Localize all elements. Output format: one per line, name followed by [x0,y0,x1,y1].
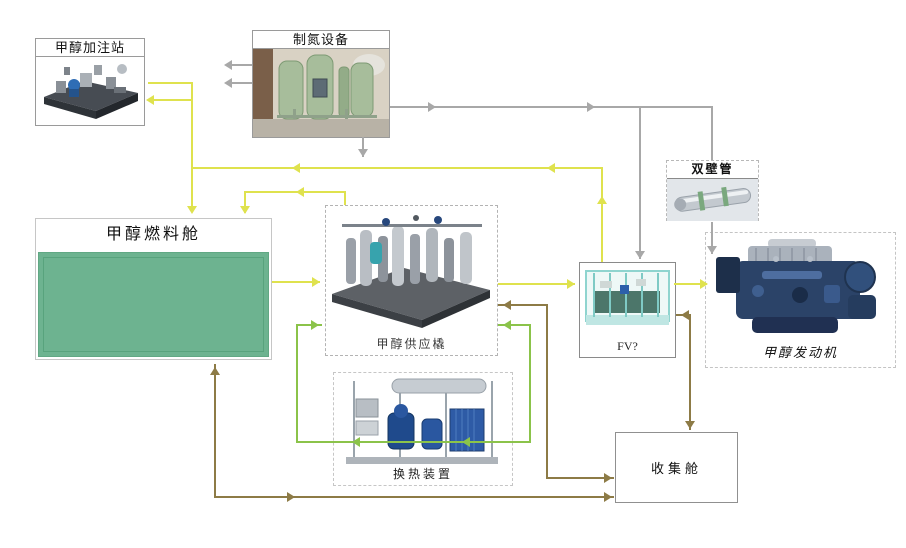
pipe-segment [344,191,346,205]
flow-arrow-left [296,187,304,197]
pipe-segment [296,324,322,326]
pipe-segment [676,314,691,316]
double-wall-pipe-photo-icon [667,179,758,221]
pipe-segment [529,324,531,443]
flow-arrow-left [224,78,232,88]
node-double-wall-pipe: 双壁管 [666,160,759,221]
fuel-tank-body [38,252,269,357]
flow-arrow-down [240,206,250,214]
flow-arrow-up [597,196,607,204]
flow-arrow-down [187,206,197,214]
flow-arrow-right [312,277,320,287]
pipe-segment [674,283,707,285]
flow-arrow-right [587,102,595,112]
node-methanol-engine: 甲醇发动机 [705,232,896,368]
flow-arrow-right [567,279,575,289]
methanol-engine-photo-icon [716,239,876,333]
pipe-segment [601,167,603,262]
node-methanol-fuel-tank: 甲醇燃料舱 [35,218,272,360]
pipe-segment [498,304,548,306]
pipe-segment [214,496,614,498]
flow-arrow-left [292,163,300,173]
fuel-valve-unit-photo-icon [585,270,670,325]
pipe-segment [191,82,193,212]
pipe-segment [362,137,364,157]
fuel-tank-inner-wall [43,257,264,352]
node-bunkering-station: 甲醇加注站 [35,38,145,126]
pipe-segment [214,364,216,498]
flow-arrow-left [681,310,689,320]
flow-arrow-down [685,421,695,429]
heat-exchanger-photo-icon [346,378,498,464]
pipe-segment [150,99,192,101]
flow-arrow-right [428,102,436,112]
pipe-segment [296,324,298,443]
flow-arrow-left [547,163,555,173]
pipe-segment [689,314,691,430]
pipe-segment [244,191,345,193]
nitrogen-generator-label: 制氮设备 [253,31,389,49]
fuel-tank-label: 甲醇燃料舱 [105,226,201,243]
pipe-segment [227,64,252,66]
double-wall-pipe-label: 双壁管 [667,161,758,179]
node-methanol-supply-skid: 甲醇供应橇 [325,205,498,356]
pipe-segment [639,106,641,259]
pipe-segment [390,106,712,108]
nitrogen-plant-photo-icon [253,49,389,137]
flow-arrow-up [210,367,220,375]
node-fuel-valve-unit: FV? [579,262,676,358]
flow-arrow-left [224,60,232,70]
fuel-valve-unit-label: FV? [617,339,638,353]
pipe-segment [498,324,531,326]
supply-skid-label: 甲醇供应橇 [376,337,447,351]
flow-arrow-down [635,251,645,259]
flow-arrow-left [503,300,511,310]
pipe-segment [711,106,713,160]
bunkering-skid-photo-icon [44,64,138,119]
pipe-segment [244,191,246,213]
pipe-segment [546,304,548,479]
flow-arrow-left [146,95,154,105]
pipe-segment [546,477,614,479]
supply-skid-photo-icon [332,215,490,328]
collection-tank-label: 收集舱 [650,461,702,476]
pipe-segment [227,82,252,84]
flow-arrow-left [503,320,511,330]
flow-arrow-down [358,149,368,157]
flow-arrow-right [604,492,612,502]
node-nitrogen-generator: 制氮设备 [252,30,390,138]
node-heat-exchanger: 换热装置 [333,372,513,486]
pipe-segment [148,82,192,84]
flow-arrow-right [287,492,295,502]
heat-exchanger-label: 换热装置 [392,467,453,481]
pipe-segment [272,281,320,283]
flow-arrow-right [604,473,612,483]
pipe-segment [191,167,602,169]
bunkering-station-label: 甲醇加注站 [36,39,144,57]
flow-arrow-right [311,320,319,330]
node-collection-tank: 收集舱 [615,432,738,503]
pipe-segment [498,283,575,285]
methanol-engine-label: 甲醇发动机 [762,345,838,360]
